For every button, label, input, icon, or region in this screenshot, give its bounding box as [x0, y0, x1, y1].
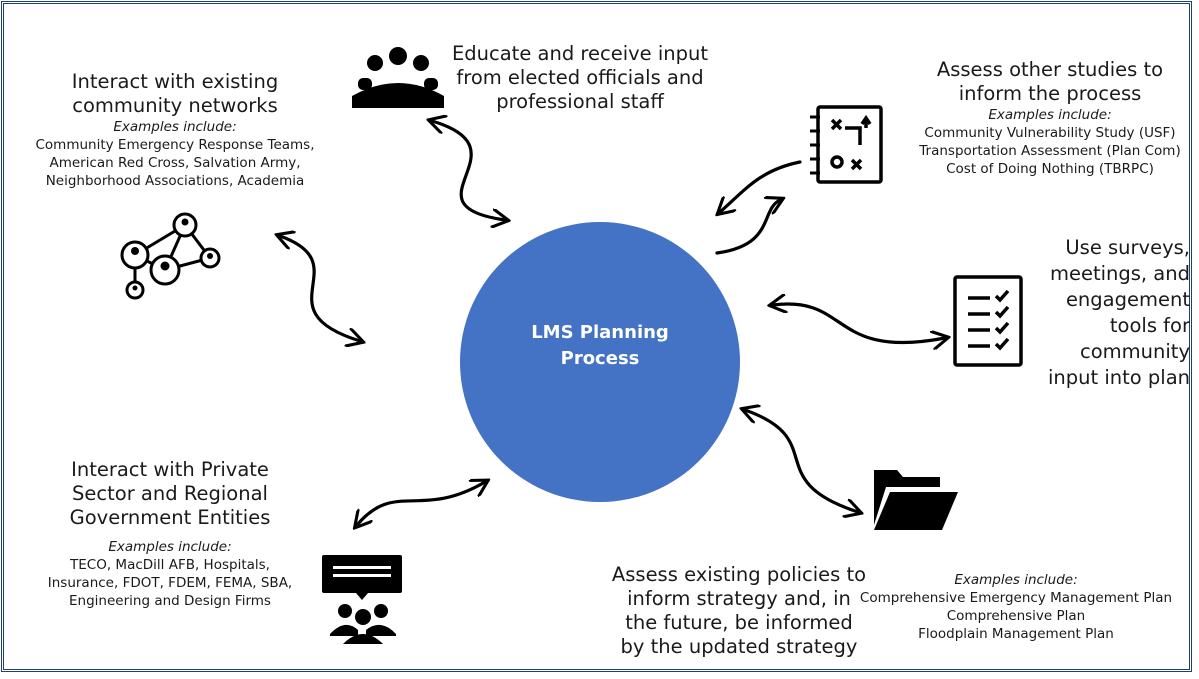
- arrow-officials: [432, 121, 505, 220]
- policies-item-2: Comprehensive Plan: [946, 608, 1086, 624]
- networks-heading-1: Interact with existing: [71, 70, 279, 93]
- networks-item-3: Neighborhood Associations, Academia: [45, 173, 305, 189]
- surveys-heading-6: input into plan: [1047, 366, 1190, 389]
- strategy-notebook-icon: [810, 105, 883, 184]
- node-policies: Assess existing policies to inform strat…: [600, 563, 878, 659]
- policies-examples-label: Examples include:: [954, 572, 1078, 588]
- policies-item-1: Comprehensive Emergency Management Plan: [859, 590, 1173, 606]
- arrow-policies: [745, 410, 858, 512]
- open-folder-icon: [874, 470, 958, 530]
- node-studies: Assess other studies to inform the proce…: [897, 58, 1199, 178]
- policies-heading-2: inform strategy and, in: [627, 587, 851, 610]
- arrow-private-sector: [357, 482, 485, 525]
- private-sector-item-3: Engineering and Design Firms: [69, 593, 271, 609]
- surveys-heading-4: tools for: [1109, 314, 1190, 337]
- studies-item-3: Cost of Doing Nothing (TBRPC): [946, 161, 1154, 177]
- networks-examples-label: Examples include:: [113, 119, 237, 135]
- private-sector-heading-2: Sector and Regional: [72, 482, 268, 505]
- private-sector-item-2: Insurance, FDOT, FDEM, FEMA, SBA,: [47, 575, 293, 591]
- arrow-surveys: [773, 304, 945, 343]
- studies-heading-2: inform the process: [958, 82, 1142, 105]
- node-surveys: Use surveys, meetings, and engagement to…: [1035, 235, 1190, 391]
- private-sector-examples-label: Examples include:: [108, 539, 232, 555]
- networks-item-1: Community Emergency Response Teams,: [35, 137, 315, 153]
- officials-heading-1: Educate and receive input: [451, 42, 709, 65]
- surveys-heading-2: meetings, and: [1049, 262, 1190, 285]
- private-sector-heading-3: Government Entities: [69, 506, 271, 529]
- networks-heading-2: community networks: [72, 94, 278, 117]
- node-officials: Educate and receive input from elected o…: [450, 42, 710, 114]
- private-sector-item-1: TECO, MacDill AFB, Hospitals,: [70, 557, 270, 573]
- surveys-heading-1: Use surveys,: [1065, 236, 1190, 259]
- studies-item-1: Community Vulnerability Study (USF): [924, 125, 1176, 141]
- studies-item-2: Transportation Assessment (Plan Com): [919, 143, 1181, 159]
- studies-examples-label: Examples include:: [988, 107, 1112, 123]
- node-policies-examples: Examples include: Comprehensive Emergenc…: [848, 571, 1184, 643]
- officials-heading-2: from elected officials and: [456, 66, 704, 89]
- arrow-networks: [280, 236, 360, 341]
- meeting-group-icon: [352, 47, 444, 108]
- surveys-heading-5: community: [1080, 340, 1190, 363]
- hub-label-line-1: LMS Planning: [531, 322, 669, 343]
- studies-heading-1: Assess other studies to: [936, 58, 1164, 81]
- networks-item-2: American Red Cross, Salvation Army,: [49, 155, 301, 171]
- checklist-icon: [953, 275, 1023, 367]
- presentation-audience-icon: [322, 555, 402, 644]
- private-sector-heading-1: Interact with Private: [71, 458, 269, 481]
- hub-circle: [460, 222, 740, 502]
- hub-label-line-2: Process: [560, 348, 640, 369]
- node-private-sector: Interact with Private Sector and Regiona…: [20, 458, 320, 610]
- arrow-studies-out: [715, 200, 780, 255]
- policies-heading-3: the future, be informed: [625, 611, 853, 634]
- node-networks: Interact with existing community network…: [15, 70, 335, 190]
- hub-label: LMS Planning Process: [460, 320, 740, 372]
- surveys-heading-3: engagement: [1065, 288, 1190, 311]
- policies-heading-4: by the updated strategy: [620, 635, 858, 658]
- officials-heading-3: professional staff: [496, 90, 664, 113]
- policies-item-3: Floodplain Management Plan: [918, 626, 1114, 642]
- network-people-icon: [120, 212, 221, 300]
- arrow-studies-in: [720, 160, 802, 212]
- policies-heading-1: Assess existing policies to: [611, 563, 867, 586]
